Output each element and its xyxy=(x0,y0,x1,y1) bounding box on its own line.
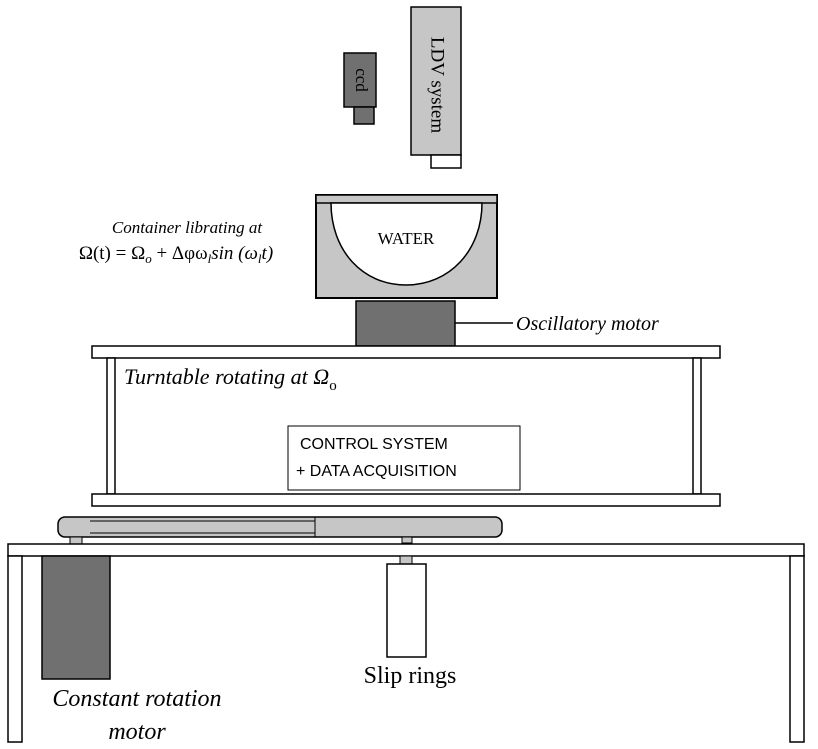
ccd-label: ccd xyxy=(352,68,371,92)
control-system-line1: CONTROL SYSTEM xyxy=(300,436,448,453)
container-caption: Container librating at xyxy=(112,218,263,237)
drive-belt xyxy=(57,516,503,545)
container-libration-label: Container librating at Ω(t) = Ωo + Δφωls… xyxy=(79,218,273,266)
constant-motor-label-line1: Constant rotation xyxy=(52,686,221,712)
control-system-line2: + DATA ACQUISITION xyxy=(296,463,457,480)
control-system-box: CONTROL SYSTEM + DATA ACQUISITION xyxy=(287,425,521,491)
constant-motor-label-line2: motor xyxy=(108,719,166,745)
ldv-label: LDV system xyxy=(427,37,448,133)
ccd-camera: ccd xyxy=(343,52,377,125)
container: WATER xyxy=(315,194,498,299)
water-label: WATER xyxy=(378,229,435,248)
turntable: Turntable rotating at Ωo xyxy=(91,345,721,507)
libration-equation: Ω(t) = Ωo + Δφωlsin (ωlt) xyxy=(79,243,273,266)
ldv-system: LDV system xyxy=(410,6,462,169)
constant-rotation-motor: Constant rotation motor xyxy=(41,555,222,745)
slip-rings-label: Slip rings xyxy=(364,663,457,689)
slip-rings: Slip rings xyxy=(364,555,457,689)
oscillatory-motor-label: Oscillatory motor xyxy=(516,313,659,335)
oscillatory-motor: Oscillatory motor xyxy=(355,300,659,347)
turntable-label: Turntable rotating at Ωo xyxy=(124,364,337,394)
table xyxy=(7,543,805,743)
